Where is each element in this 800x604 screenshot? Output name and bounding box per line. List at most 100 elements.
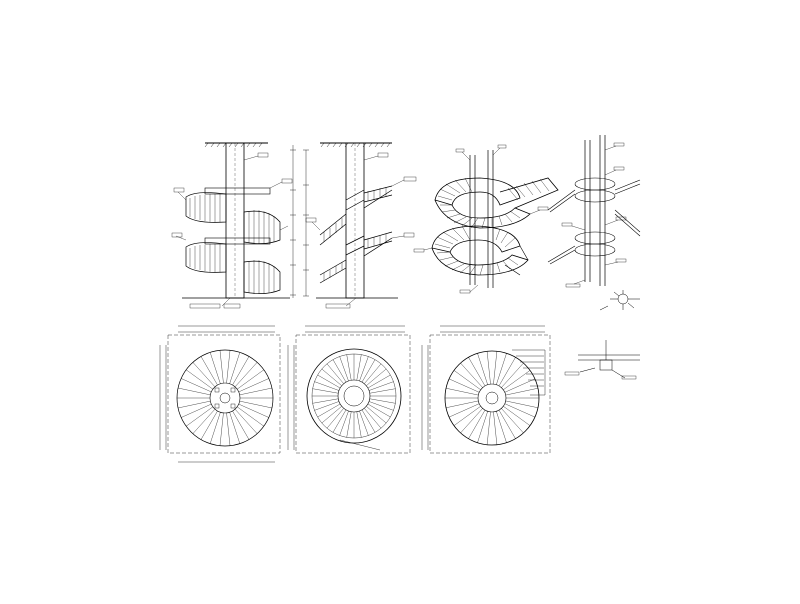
tread-line (317, 374, 341, 389)
tread-line (448, 378, 480, 393)
plan-view-1 (159, 325, 281, 463)
tread-line (237, 369, 264, 390)
tread-line (366, 368, 387, 386)
tread-line (229, 352, 240, 384)
tread-line (361, 359, 376, 383)
tread-line (238, 378, 269, 393)
tread-line (219, 412, 224, 446)
elevation-front-view (171, 142, 296, 309)
tread-line (498, 410, 516, 439)
tread-line (234, 362, 258, 387)
tread-line (200, 410, 218, 440)
tread-line (229, 412, 240, 444)
bracket-arms (547, 177, 641, 265)
tread-line (326, 363, 344, 384)
tread-line (339, 410, 349, 436)
tread-line (346, 411, 352, 438)
tread-line (493, 411, 498, 445)
tread-line (226, 350, 231, 384)
tread-line (178, 400, 211, 409)
landing-lower (204, 237, 271, 245)
straight-flight-top (499, 177, 559, 209)
tread-line (369, 398, 396, 404)
tread-line (232, 356, 250, 386)
plan-border (295, 334, 411, 454)
tread-line (505, 388, 539, 396)
tread-line (317, 403, 341, 418)
tread-line (477, 353, 488, 385)
detail-node-top (599, 290, 640, 311)
tread-line (496, 411, 507, 443)
plan-treads (312, 354, 396, 438)
tread-line (496, 353, 507, 385)
tread-line (356, 354, 362, 381)
stair-inner-edge (337, 379, 371, 413)
stair-outer-edge (306, 348, 402, 444)
tread-line (356, 411, 362, 438)
tread-line (186, 406, 213, 427)
plan-border (429, 334, 551, 454)
tread-line (503, 370, 531, 390)
tread-line (181, 403, 212, 418)
tread-line (200, 356, 218, 386)
tread-line (504, 403, 536, 418)
tread-line (239, 387, 272, 396)
tread-line (366, 406, 387, 424)
tread-line (486, 411, 491, 445)
tread-line (232, 410, 250, 440)
tread-line (314, 381, 340, 391)
plan-border (167, 334, 281, 454)
tread-line (367, 374, 391, 389)
landing-upper (204, 187, 271, 195)
columns (469, 150, 494, 288)
isometric-stair-view (413, 144, 559, 294)
stair-flight-lower-right (243, 260, 281, 294)
tread-line (219, 350, 224, 384)
tread-line (501, 408, 524, 434)
tread-line (226, 412, 231, 446)
tread-line (321, 368, 342, 386)
tread-line (460, 408, 483, 434)
tread-line (210, 412, 221, 444)
stair-flight-upper-left (185, 192, 227, 223)
stair-inner-edge (477, 383, 507, 413)
tread-line (368, 381, 394, 391)
tread-line (468, 357, 486, 386)
tread-line (339, 356, 349, 382)
tread-line (445, 400, 479, 408)
tread-line (321, 406, 342, 424)
tread-line (312, 398, 339, 404)
tread-line (210, 352, 221, 384)
plan-treads (177, 350, 273, 446)
tread-line (314, 401, 340, 411)
tread-line (192, 362, 216, 387)
tread-line (493, 351, 498, 385)
landing-block (512, 349, 546, 396)
tread-line (486, 351, 491, 385)
tread-line (505, 400, 539, 408)
tread-line (192, 409, 216, 434)
tread-line (477, 411, 488, 443)
tread-line (186, 369, 213, 390)
tread-line (364, 408, 382, 429)
stair-flight-lower-left (185, 242, 227, 273)
tread-line (368, 401, 394, 411)
tread-line (364, 363, 382, 384)
tread-line (453, 406, 481, 426)
stair-flight-upper-right (243, 210, 281, 244)
tread-line (326, 408, 344, 429)
tread-line (504, 378, 536, 393)
tread-line (453, 370, 481, 390)
column-frame-view (547, 135, 641, 288)
tread-line (369, 388, 396, 394)
plan-view-3 (421, 325, 551, 454)
tread-line (367, 403, 391, 418)
tread-line (332, 409, 347, 433)
helical-flight-upper (434, 177, 521, 206)
helical-flight-lower (431, 225, 521, 253)
ceiling-hatch (204, 142, 263, 148)
tread-line (361, 409, 376, 433)
tread-line (239, 400, 272, 409)
tread-line (501, 362, 524, 388)
